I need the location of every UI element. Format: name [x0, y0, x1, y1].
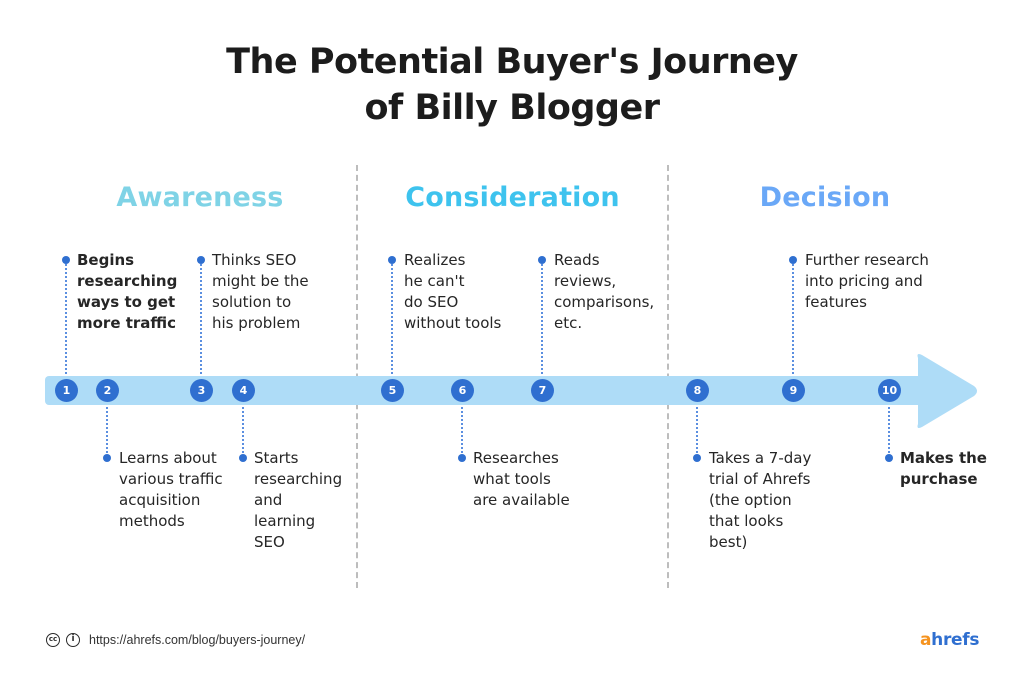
- connector-5: [391, 264, 393, 374]
- logo-text: hrefs: [931, 630, 980, 650]
- step-number-3: 3: [190, 379, 213, 402]
- step-text-7: Reads reviews, comparisons, etc.: [554, 251, 655, 332]
- diagram-title-line-1: The Potential Buyer's Journey: [226, 42, 798, 82]
- step-number-10: 10: [878, 379, 901, 402]
- stage-consideration: Consideration: [405, 182, 620, 213]
- step-number-2: 2: [96, 379, 119, 402]
- step-marker-dot-8: [693, 454, 701, 462]
- stage-awareness: Awareness: [116, 182, 284, 213]
- step-marker-dot-4: [239, 454, 247, 462]
- ahrefs-logo: ahrefs: [920, 630, 980, 650]
- step-number-6: 6: [451, 379, 474, 402]
- step-marker-dot-3: [197, 256, 205, 264]
- step-marker-dot-2: [103, 454, 111, 462]
- step-marker-dot-10: [885, 454, 893, 462]
- step-text-2: Learns about various traffic acquisition…: [119, 449, 223, 530]
- connector-6: [461, 407, 463, 457]
- stage-decision: Decision: [759, 182, 891, 213]
- connector-1: [65, 264, 67, 374]
- diagram-title-line-2: of Billy Blogger: [364, 88, 660, 128]
- step-text-3: Thinks SEO might be the solution to his …: [212, 251, 309, 332]
- step-number-4: 4: [232, 379, 255, 402]
- step-number-9: 9: [782, 379, 805, 402]
- connector-9: [792, 264, 794, 374]
- step-number-7: 7: [531, 379, 554, 402]
- connector-10: [888, 407, 890, 457]
- connector-3: [200, 264, 202, 374]
- connector-8: [696, 407, 698, 457]
- connector-7: [541, 264, 543, 374]
- step-marker-dot-7: [538, 256, 546, 264]
- step-marker-dot-1: [62, 256, 70, 264]
- step-number-5: 5: [381, 379, 404, 402]
- step-number-8: 8: [686, 379, 709, 402]
- connector-2: [106, 407, 108, 457]
- step-number-1: 1: [55, 379, 78, 402]
- step-text-8: Takes a 7-day trial of Ahrefs (the optio…: [709, 449, 812, 551]
- connector-4: [242, 407, 244, 457]
- step-text-1: Begins researching ways to get more traf…: [77, 251, 178, 332]
- by-attribution-icon: i: [66, 633, 80, 647]
- step-text-9: Further research into pricing and featur…: [805, 251, 929, 311]
- step-text-6: Researches what tools are available: [473, 449, 570, 509]
- step-marker-dot-9: [789, 256, 797, 264]
- step-text-10: Makes the purchase: [900, 449, 987, 488]
- source-url[interactable]: https://ahrefs.com/blog/buyers-journey/: [89, 633, 306, 647]
- step-marker-dot-5: [388, 256, 396, 264]
- cc-icon: cc: [46, 633, 60, 647]
- logo-letter-a: a: [920, 630, 932, 650]
- step-marker-dot-6: [458, 454, 466, 462]
- step-text-4: Starts researching and learning SEO: [254, 449, 343, 551]
- step-text-5: Realizes he can't do SEO without tools: [404, 251, 502, 332]
- timeline-arrowhead-icon: [917, 354, 977, 428]
